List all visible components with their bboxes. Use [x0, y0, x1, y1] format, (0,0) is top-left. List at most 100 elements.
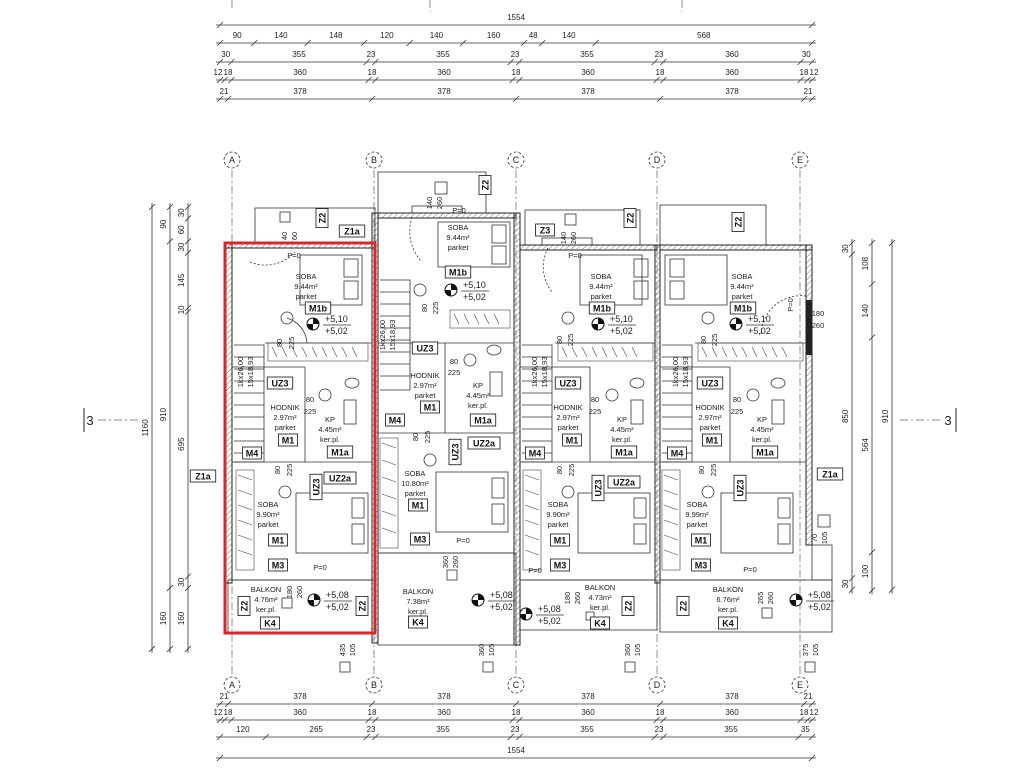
- level-symbol-fill: [730, 318, 742, 330]
- unit-1-room-soba-name: SOBA: [296, 272, 317, 281]
- dimension-tick: [660, 76, 667, 84]
- element-tag-box: [550, 533, 570, 547]
- element-tag-label: M1b: [734, 304, 753, 314]
- unit-3-room-hodnik-name: HODNIK: [553, 403, 582, 412]
- annotation-text: 80: [275, 339, 284, 347]
- annotation-text: 80: [411, 433, 420, 441]
- element-tag-box: [304, 301, 332, 315]
- top-dimension-row-2-value: 160: [487, 31, 501, 40]
- unit-2-room-balkon-name: BALKON: [403, 587, 433, 596]
- annotation-text: 360: [477, 644, 486, 657]
- dimension-tick: [216, 700, 224, 708]
- element-tag-box: [237, 596, 251, 616]
- dimension-tick: [848, 239, 856, 247]
- dimension-tick: [512, 95, 520, 103]
- annotation-text: 180: [812, 309, 825, 318]
- dimension-tick: [797, 716, 804, 724]
- element-tag-box: [260, 616, 280, 630]
- dimension-tick: [184, 584, 192, 592]
- right-dimension-column-2-value: 100: [861, 564, 870, 578]
- level-bottom: +5,02: [490, 602, 513, 612]
- element-tag-label: M1: [272, 536, 285, 546]
- left-dimension-column-3-value: 695: [177, 437, 186, 451]
- dimension-tick: [216, 95, 224, 103]
- dimension-tick: [808, 39, 816, 47]
- level-top: +5,08: [808, 590, 831, 600]
- furniture-wardrobes: [235, 309, 804, 571]
- annotation-text: 40: [280, 232, 289, 240]
- element-tag: Z3: [535, 223, 555, 237]
- dimension-tick: [516, 58, 523, 66]
- top-dimension-row-5-value: 378: [293, 87, 307, 96]
- dimension-tick: [800, 95, 808, 103]
- dimension-tick: [808, 76, 816, 84]
- top-annexes: [254, 171, 767, 246]
- element-tag-label: K4: [594, 619, 606, 629]
- selected-unit-highlight[interactable]: [223, 241, 377, 635]
- top-axis-label-d: D: [654, 155, 661, 165]
- dimension-tick: [224, 700, 232, 708]
- stairs: [234, 279, 693, 463]
- element-tag-box: [385, 413, 405, 427]
- annotation-text: 260: [812, 321, 825, 330]
- dimension-tick: [184, 573, 192, 580]
- element-tag-box: [550, 558, 570, 572]
- element-tag-label: UZ3: [701, 379, 718, 389]
- element-tag-box: [448, 438, 462, 466]
- element-tag: M1a: [326, 445, 354, 459]
- left-dimension-column-3-value: 30: [177, 208, 186, 217]
- level-bottom: +5,02: [808, 602, 831, 612]
- unit-3-room-balkon-name: BALKON: [585, 583, 615, 592]
- unit-3-room-soba-floor: parket: [591, 292, 613, 301]
- dimension-tick: [184, 238, 192, 245]
- dimension-tick: [372, 58, 379, 66]
- element-tag-box: [338, 224, 366, 238]
- dimension-tick: [868, 587, 876, 594]
- level-marker: +5,10+5,02: [591, 314, 636, 336]
- dimension-tick: [509, 76, 516, 84]
- unit-3: SOBA9.44m²parketHODNIK2.97m²parketKP4.45…: [519, 208, 642, 656]
- element-tag-label: M1b: [593, 304, 612, 314]
- left-dimension-column-2-value: 910: [159, 407, 168, 421]
- dimension-tick: [228, 76, 235, 84]
- dimension-tick: [184, 308, 192, 316]
- unit-3-room-hodnik-floor: parket: [558, 423, 580, 432]
- element-tag: M4: [242, 446, 262, 460]
- bottom-dimension-row-1-value: 21: [220, 692, 229, 701]
- element-tag: UZ3: [448, 438, 462, 466]
- annotation-text: 80: [450, 357, 458, 366]
- dimension-tick: [868, 549, 876, 556]
- top-dimension-row-4-value: 360: [437, 68, 451, 77]
- element-tag: K4: [718, 616, 738, 630]
- unit-2-room-soba-area: 10.80m²: [401, 479, 429, 488]
- level-marker: +5,08+5,02: [471, 590, 516, 612]
- annotation-text: 225: [448, 368, 461, 377]
- element-tag-box: [816, 467, 844, 481]
- top-axis-label-a: A: [229, 155, 235, 165]
- annotation-text: 140: [425, 197, 434, 210]
- top-dimension-row-2-value: 140: [562, 31, 576, 40]
- annotation-text: 15x18,93: [681, 357, 690, 388]
- annotation-text: 1kx26,00: [236, 357, 245, 387]
- annotation-text: 15x18,93: [540, 357, 549, 388]
- unit-3-room-soba-floor: parket: [548, 520, 570, 529]
- top-dimension-row-3-value: 355: [436, 50, 450, 59]
- element-tag-box: [326, 445, 354, 459]
- unit-3-room-hodnik-area: 2.97m²: [556, 413, 580, 422]
- annotation-text: 260: [451, 556, 460, 569]
- section-line-right: [900, 408, 957, 432]
- element-tag: Z2: [355, 596, 369, 616]
- annotation-text: 140: [559, 232, 568, 245]
- unit-1: SOBA9.44m²parketHODNIK2.97m²parketKP4.45…: [189, 208, 369, 656]
- level-marker: +5,10+5,02: [444, 280, 489, 302]
- element-tag: M1: [278, 433, 298, 447]
- element-tag-label: Z2: [240, 601, 250, 612]
- dimension-tick: [507, 58, 514, 66]
- annotation-text: 80: [555, 336, 564, 344]
- element-tag-label: M3: [414, 535, 427, 545]
- dimension-tick: [651, 733, 658, 741]
- annotation-text: 80: [273, 466, 282, 474]
- element-tag-label: M1a: [474, 416, 493, 426]
- top-dimension-row-5-value: 21: [804, 87, 813, 96]
- element-tag: Z2: [623, 208, 637, 228]
